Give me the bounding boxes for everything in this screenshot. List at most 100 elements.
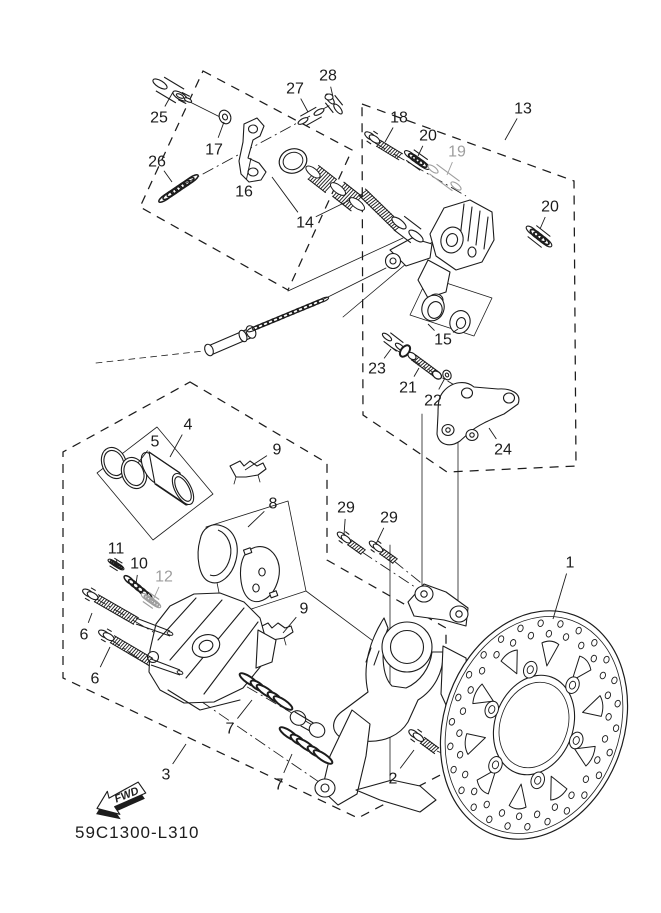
part-label-8: 8 [247, 496, 278, 528]
part-5-seal-rings [100, 446, 148, 490]
group-outline-pads [205, 500, 307, 619]
leader-line [452, 328, 459, 333]
part-label-9: 9 [244, 442, 282, 471]
part-label-26: 26 [148, 154, 173, 183]
part-label-10: 10 [130, 556, 148, 585]
part-label-19: 19 [446, 144, 466, 176]
cable-coil [246, 296, 330, 333]
part-11-cap [107, 557, 125, 572]
part-26-spring [158, 174, 199, 203]
part-label-5: 5 [137, 434, 160, 464]
upper-adjuster-parts [238, 117, 267, 183]
part-number: 25 [150, 110, 168, 127]
part-19-pin [427, 163, 462, 192]
part-label-6: 6 [91, 646, 111, 688]
part-label-28: 28 [319, 68, 337, 98]
part-28-cap [324, 93, 344, 115]
part-20-seal-a [403, 149, 431, 171]
part-6-bolt-b [98, 628, 184, 676]
part-16-bracket [238, 117, 267, 183]
part-number: 13 [514, 101, 532, 118]
part-number: 16 [235, 184, 253, 201]
part-number: 27 [286, 81, 304, 98]
part-29-bolt-b [368, 540, 398, 564]
cable-inner-wire [323, 267, 387, 300]
leader-line [217, 121, 225, 138]
part-29-bolt-a [336, 531, 366, 555]
leader-line [438, 377, 446, 390]
part-14-bushing [329, 181, 366, 212]
part-21-bolt [407, 351, 443, 380]
part-22-washer [442, 369, 452, 381]
part-number: 7 [226, 721, 235, 738]
leader-line [163, 170, 173, 183]
part-number: 3 [162, 767, 171, 784]
part-14-plug [305, 164, 338, 194]
part-7-boot-b [278, 726, 334, 765]
part-number: 24 [494, 442, 512, 459]
part-number: 14 [296, 215, 314, 232]
part-8-brake-pads [197, 524, 280, 603]
part-label-29: 29 [375, 510, 398, 545]
part-label-9: 9 [282, 601, 309, 634]
leader-line [446, 161, 453, 176]
part-number: 4 [184, 417, 193, 434]
part-number: 21 [399, 380, 417, 397]
part-label-12: 12 [152, 569, 173, 601]
leader-line [413, 367, 420, 377]
group-box-adjuster [139, 70, 353, 291]
part-label-25: 25 [150, 91, 174, 127]
part-label-7: 7 [226, 699, 253, 738]
part-label-29: 29 [337, 500, 355, 536]
part-label-16: 16 [235, 157, 253, 201]
leader-line [399, 749, 415, 769]
part-number: 6 [91, 671, 100, 688]
adjuster-rod [358, 188, 424, 244]
part-17-washer [218, 109, 232, 125]
leader-line [244, 455, 268, 471]
part-14-seal-ring [278, 148, 308, 174]
leader-line [427, 323, 435, 331]
part-9-pad-support-top [229, 460, 267, 485]
group-outline-piston [96, 426, 214, 541]
part-number: 18 [390, 110, 408, 127]
leader-line [237, 699, 253, 719]
leader-line [164, 91, 174, 107]
part-label-4: 4 [169, 417, 193, 458]
leader-line [375, 527, 385, 545]
part-label-6: 6 [80, 612, 93, 644]
part-24-bracket [436, 382, 520, 446]
part-20-seal-b [525, 225, 553, 248]
fwd-arrow-body [96, 781, 147, 815]
leader-line [283, 753, 293, 774]
part-label-23: 23 [368, 348, 392, 378]
fwd-arrow: FWD [96, 781, 147, 820]
part-label-2: 2 [389, 749, 415, 788]
leader-line [552, 573, 568, 620]
leader-line [315, 199, 351, 218]
part-label-18: 18 [384, 110, 408, 143]
leader-line [271, 176, 299, 213]
part-label-11: 11 [108, 541, 125, 568]
leader-line [417, 145, 424, 157]
part-number: 9 [300, 601, 309, 618]
part-number-labels: 2517261627281418201913201523212224292945… [80, 68, 575, 794]
part-label-27: 27 [286, 81, 309, 113]
group-outline-seals-15 [409, 276, 493, 337]
leader-line [135, 574, 138, 585]
part-label-22: 22 [424, 377, 446, 410]
part-15-seals [421, 294, 471, 334]
part-number: 12 [155, 569, 173, 586]
diagram-code: 59C1300-L310 [75, 823, 199, 842]
leader-line [169, 434, 183, 458]
part-12-cap [140, 592, 162, 609]
part-number: 11 [108, 541, 125, 558]
caliper-block [429, 199, 495, 271]
leader-line [504, 118, 518, 141]
caliper-body [146, 592, 277, 711]
part-27-pin [297, 106, 325, 127]
part-label-13: 13 [504, 101, 532, 141]
part-number: 7 [275, 777, 284, 794]
